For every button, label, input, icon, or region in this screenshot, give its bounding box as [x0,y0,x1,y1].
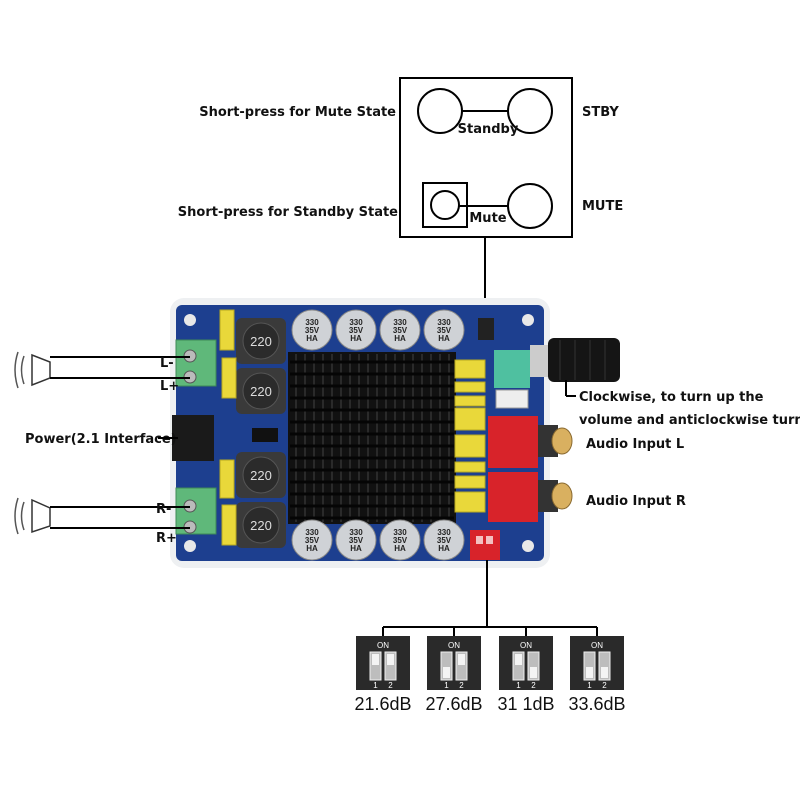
capacitor-marking: HA [350,544,362,553]
rca-input-left[interactable] [488,416,573,468]
capacitor-marking: HA [438,334,450,343]
switch-number: 2 [388,681,393,690]
capacitor-marking: 330 [437,318,451,327]
capacitor-marking: 35V [349,536,364,545]
dip-lever [369,651,382,681]
capacitor-marking: HA [306,334,318,343]
dip-switch-icon [356,636,410,690]
capacitor-marking: 35V [393,536,408,545]
mute-label: MUTE [582,199,623,214]
audio-input-l-label: Audio Input L [586,437,684,452]
capacitor-marking: HA [438,544,450,553]
dip-lever [598,651,611,681]
capacitor-marking: HA [350,334,362,343]
capacitor-marking: 35V [437,536,452,545]
speaker-left-icon [14,351,51,389]
audio-input-r-label: Audio Input R [586,494,686,509]
r-minus-label: R- [156,502,171,517]
inductor: 220 [236,318,286,364]
volume-knob[interactable] [530,338,620,382]
on-label: ON [448,641,460,650]
capacitor-marking: HA [394,334,406,343]
rca-input-right[interactable] [488,472,573,522]
mute-state-label: Short-press for Mute State [199,105,396,120]
capacitor-marking: 330 [305,318,319,327]
gain-label: 21.6dB [354,694,411,714]
gain-option: ON 1 2 31 1dB [497,627,555,714]
l-minus-label: L- [160,356,174,371]
r-plus-label: R+ [156,531,177,546]
speaker-right-icon [14,497,51,535]
switch-number: 1 [516,681,521,690]
inductor: 220 [236,368,286,414]
dip-switch-icon [570,636,624,690]
capacitor-marking: 330 [393,528,407,537]
inductor-marking: 220 [250,518,272,533]
inductor-marking: 220 [250,384,272,399]
inductor-marking: 220 [250,468,272,483]
switch-number: 2 [531,681,536,690]
dip-lever [440,651,453,681]
gain-label: 31 1dB [497,694,554,714]
capacitor-marking: 35V [437,326,452,335]
inductor: 220 [236,452,286,498]
dip-switch-icon [427,636,481,690]
dip-lever [384,651,397,681]
dip-lever [527,651,540,681]
inductor: 220 [236,502,286,548]
capacitor-marking: 330 [305,528,319,537]
dip-lever [512,651,525,681]
capacitor-marking: HA [394,544,406,553]
gain-option: ON 1 2 33.6dB [568,627,626,714]
dip-lever [455,651,468,681]
dip-switch-icon [499,636,553,690]
capacitor-marking: 330 [437,528,451,537]
capacitor-marking: 35V [349,326,364,335]
power-jack[interactable] [172,415,214,461]
gain-label: 33.6dB [568,694,625,714]
on-label: ON [591,641,603,650]
capacitor-marking: 35V [305,326,320,335]
volume-label-line-2: volume and anticlockwise turn down [579,413,800,428]
switch-number: 1 [444,681,449,690]
standby-inner-label: Standby [458,122,519,137]
stby-label: STBY [582,105,619,120]
capacitor-marking: 330 [393,318,407,327]
gain-option: ON 1 2 27.6dB [425,627,483,714]
switch-number: 1 [373,681,378,690]
on-label: ON [377,641,389,650]
inductor-marking: 220 [250,334,272,349]
on-label: ON [520,641,532,650]
capacitor-marking: 330 [349,528,363,537]
switch-number: 2 [459,681,464,690]
switch-number: 2 [602,681,607,690]
capacitor-marking: 330 [349,318,363,327]
gain-option: ON 1 2 21.6dB [354,627,412,714]
l-plus-label: L+ [160,379,179,394]
gain-label: 27.6dB [425,694,482,714]
capacitor-marking: 35V [305,536,320,545]
gain-dip-switch[interactable] [470,530,500,560]
switch-number: 1 [587,681,592,690]
standby-state-label: Short-press for Standby State [178,205,398,220]
capacitor-marking: HA [306,544,318,553]
power-label: Power(2.1 Interface) [25,432,177,447]
control-box: Standby Mute Short-press for Mute State … [178,77,623,322]
dip-lever [583,651,596,681]
capacitor-marking: 35V [393,326,408,335]
mute-inner-label: Mute [469,211,506,226]
volume-label-line-1: Clockwise, to turn up the [579,390,764,405]
